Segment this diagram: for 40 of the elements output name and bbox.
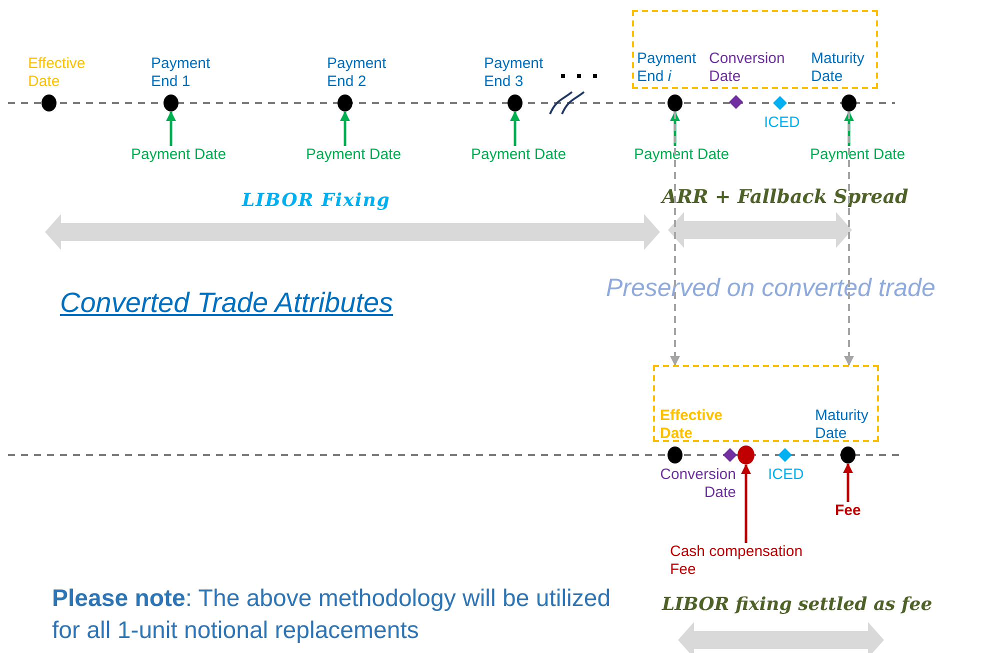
arrow xyxy=(166,111,176,146)
range-label: LIBOR Fixing xyxy=(242,190,390,211)
note-text: Please note: The above methodology will be utilized for all 1-unit notional replacements xyxy=(52,584,612,646)
arrow xyxy=(843,463,853,502)
arrow xyxy=(844,112,854,366)
date-label: ICED xyxy=(768,466,805,484)
note-text: Preserved on converted trade xyxy=(606,274,936,303)
annotation-text: Payment Date xyxy=(306,146,402,164)
annotation-text: Fee xyxy=(835,502,861,520)
annotation-text: Payment Date xyxy=(131,146,226,164)
date-label: Effective Date xyxy=(28,55,86,91)
annotation-text: Payment Date xyxy=(634,146,730,164)
circle-marker xyxy=(667,94,683,112)
annotation-text: Conversion Date xyxy=(709,50,795,86)
date-label: Payment End 2 xyxy=(327,55,388,91)
date-label: Conversion Date xyxy=(659,466,736,502)
arrow xyxy=(510,111,520,146)
arrow xyxy=(670,112,680,366)
date-label: ICED xyxy=(764,114,801,132)
date-label: Payment End 3 xyxy=(484,55,544,91)
annotation-text: Payment Date xyxy=(471,146,566,164)
highlight-frame xyxy=(632,10,878,89)
diamond-marker xyxy=(729,95,743,109)
annotation-text: Payment End i xyxy=(637,50,707,86)
highlight-frame xyxy=(653,365,879,442)
circle-marker xyxy=(841,94,857,112)
arrow xyxy=(340,111,350,146)
arrow xyxy=(670,111,680,146)
annotation-text: Payment Date xyxy=(810,146,906,164)
date-label: Effective Date xyxy=(660,407,724,443)
arrow xyxy=(741,464,751,543)
annotation-text: Maturity Date xyxy=(811,50,881,86)
date-label: Payment End 1 xyxy=(151,55,212,91)
range-label: LIBOR fixing settled as fee xyxy=(662,594,932,615)
circle-marker xyxy=(737,445,755,465)
date-label: Maturity Date xyxy=(815,407,870,443)
section-heading: Converted Trade Attributes xyxy=(60,287,394,319)
range-label: ARR + Fallback Spread xyxy=(662,186,908,208)
arrow xyxy=(844,111,854,146)
annotation-text: Cash compensation Fee xyxy=(670,543,820,579)
